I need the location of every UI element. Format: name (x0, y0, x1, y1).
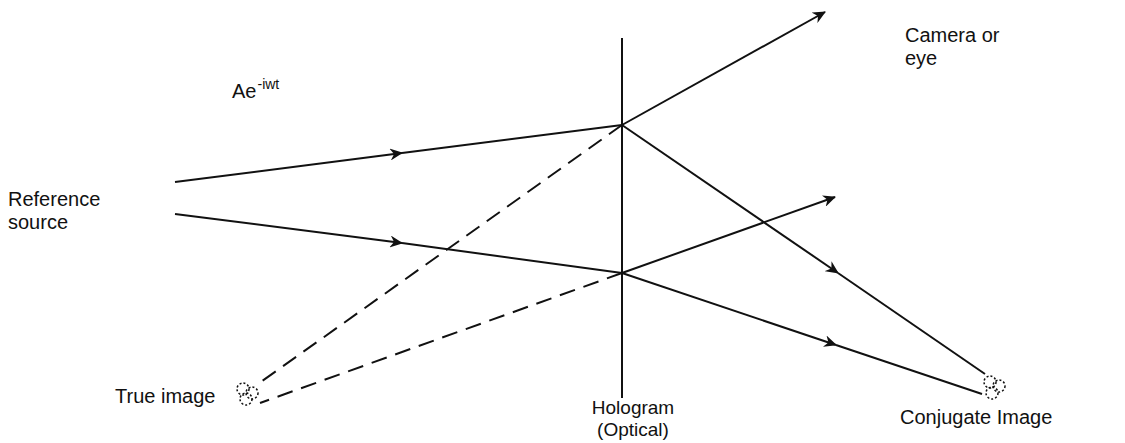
virtual-ray (258, 125, 622, 384)
conjugate-image-object (984, 376, 1005, 399)
hologram-plate (621, 38, 623, 398)
wave-exponent: -iwt (257, 76, 279, 92)
image-label: Conjugate Image (900, 406, 1052, 429)
source-label: Reference source (8, 188, 108, 234)
reference-ray (175, 214, 402, 243)
camera-label: Camera or eye (905, 24, 1000, 70)
camera-ray (622, 197, 835, 273)
true-image-object (237, 383, 258, 405)
conjugate-ray (622, 273, 836, 345)
image-label: True image (115, 385, 215, 408)
camera-ray (622, 12, 825, 125)
wave-expression: Ae (232, 80, 256, 103)
reference-ray (175, 153, 402, 182)
conjugate-ray (836, 345, 982, 394)
conjugate-ray (838, 273, 985, 374)
hologram-label: Hologram (Optical) (578, 397, 688, 441)
virtual-ray (260, 273, 622, 403)
conjugate-ray (622, 125, 838, 273)
